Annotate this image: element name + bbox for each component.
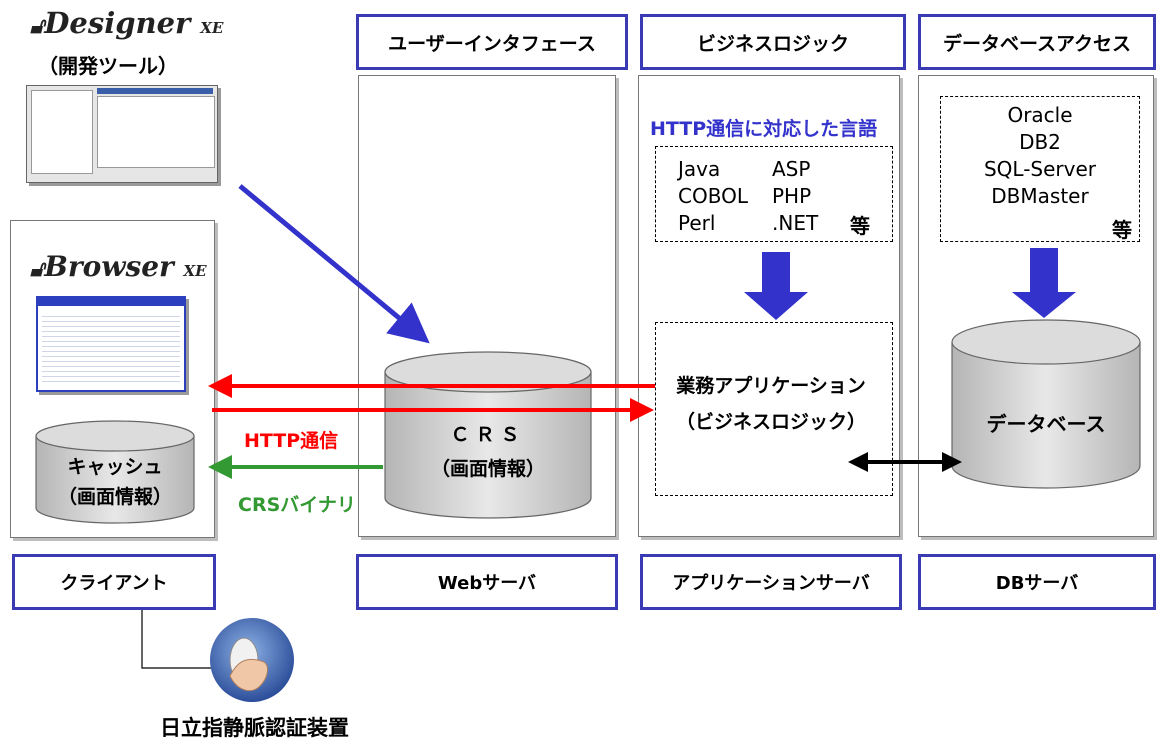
- server-app: アプリケーションサーバ: [640, 554, 902, 610]
- languages-etc: 等: [850, 214, 870, 238]
- languages-grid: Java ASP COBOL PHP Perl .NET: [678, 156, 818, 237]
- db-product: DBMaster: [991, 184, 1089, 208]
- db-product: Oracle: [1007, 103, 1073, 127]
- database-label: データベース: [986, 412, 1106, 436]
- lang-item: Java: [678, 157, 721, 181]
- designer-subtitle: （開発ツール）: [38, 54, 178, 78]
- crs-binary-label: CRSバイナリ: [238, 494, 356, 516]
- server-web: Webサーバ: [356, 554, 618, 610]
- lang-item: ASP: [772, 157, 811, 181]
- db-products-etc: 等: [1112, 218, 1132, 242]
- browser-logo: 🔓︎Browser XE: [30, 250, 207, 283]
- cache-cylinder: [35, 420, 195, 524]
- server-client: クライアント: [12, 554, 216, 610]
- languages-box: [655, 146, 893, 242]
- cache-label: キャッシュ （画面情報）: [57, 456, 172, 508]
- db-product: DB2: [1019, 130, 1061, 154]
- lang-item: COBOL: [678, 184, 748, 208]
- lang-title: HTTP通信に対応した言語: [650, 118, 878, 140]
- db-products-list: Oracle DB2 SQL-Server DBMaster: [940, 102, 1140, 210]
- device-label: 日立指静脈認証装置: [160, 716, 349, 740]
- finger-vein-device-icon: [210, 618, 294, 702]
- db-products-box: [940, 96, 1140, 242]
- server-db: DBサーバ: [918, 554, 1156, 610]
- header-ui: ユーザーインタフェース: [356, 14, 628, 70]
- device-connector: [141, 604, 212, 669]
- db-product: SQL-Server: [983, 157, 1097, 181]
- http-label: HTTP通信: [244, 430, 339, 452]
- lang-item: .NET: [772, 211, 819, 235]
- designer-logo: 🔓︎Designer XE: [30, 6, 224, 40]
- crs-label: ＣＲＳ （画面情報）: [430, 424, 545, 480]
- browser-screenshot: [36, 296, 186, 392]
- business-app-label: 業務アプリケーション （ビジネスロジック）: [675, 375, 866, 433]
- lang-item: PHP: [772, 184, 812, 208]
- lang-item: Perl: [678, 211, 716, 235]
- designer-screenshot: [26, 85, 218, 183]
- database-cylinder: [951, 319, 1141, 489]
- header-business: ビジネスロジック: [640, 14, 906, 70]
- header-database: データベースアクセス: [918, 14, 1156, 70]
